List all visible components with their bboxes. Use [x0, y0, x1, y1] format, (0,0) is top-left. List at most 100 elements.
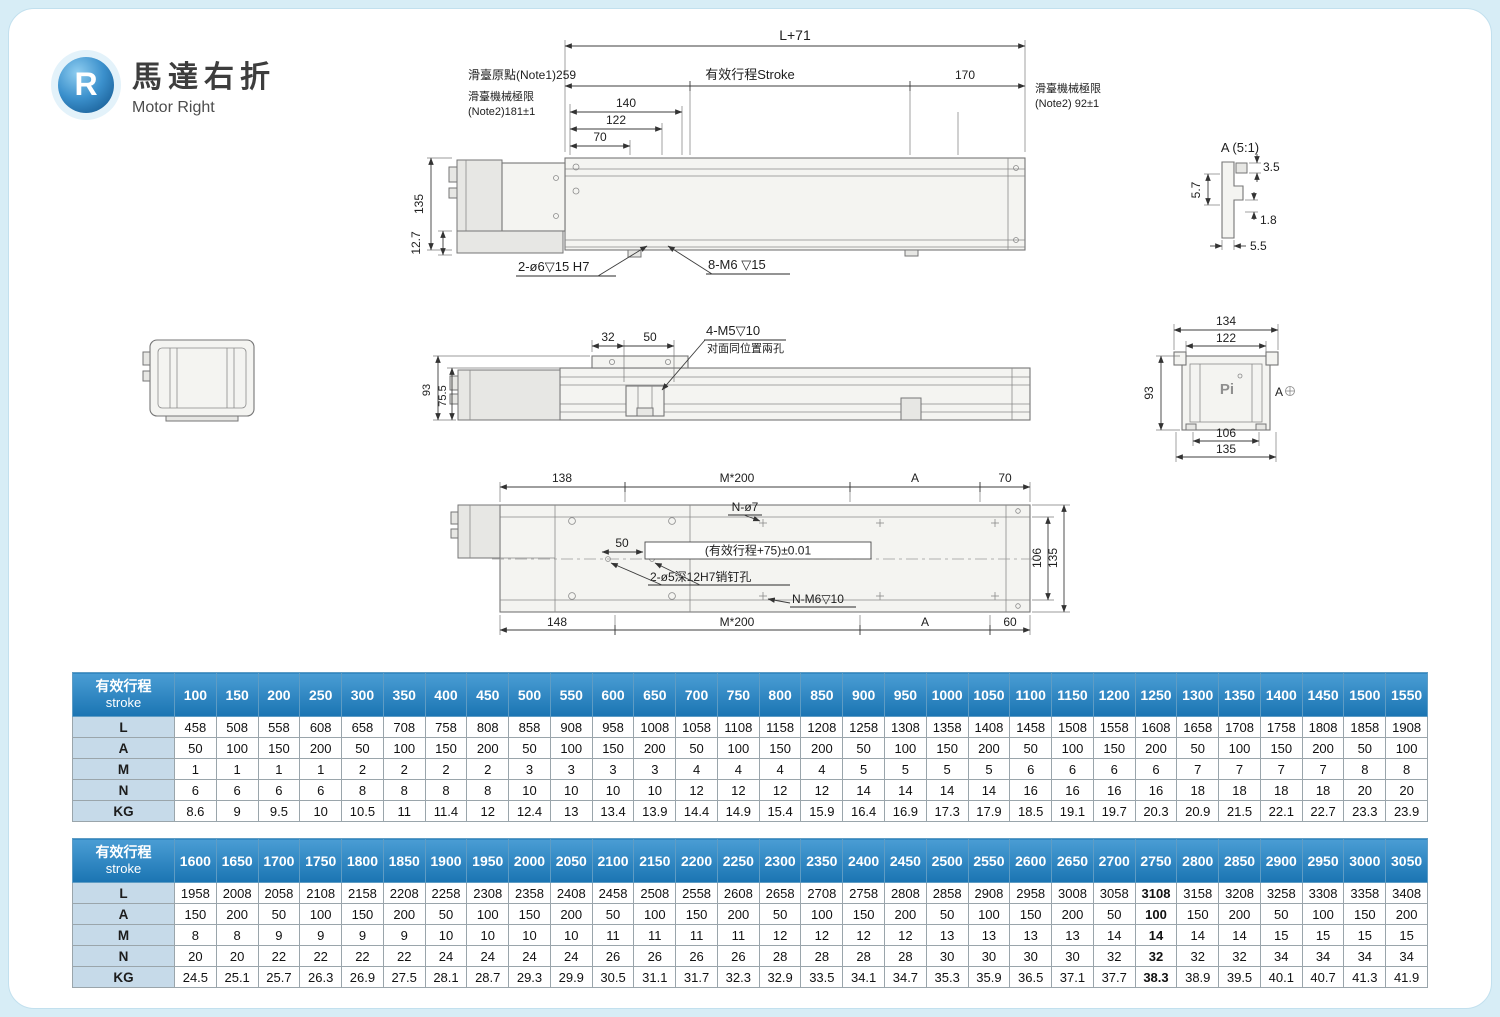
spec-cell: 1758	[1259, 716, 1303, 738]
spec-cell: 32.9	[758, 966, 802, 988]
spec-cell: 24	[508, 945, 551, 967]
spec-cell: 37.1	[1051, 966, 1094, 988]
spec-cell: 1	[299, 758, 343, 780]
spec-cell: 23.3	[1343, 800, 1387, 822]
spec-cell: 20	[1385, 779, 1428, 801]
spec-cell: 28	[842, 945, 886, 967]
spec-cell: 10	[424, 924, 468, 946]
spec-cell: 20.9	[1176, 800, 1220, 822]
stroke-column-header: 2250	[716, 838, 760, 883]
spec-cell: 6	[215, 779, 259, 801]
spec-cell: 608	[299, 716, 343, 738]
spec-cell: 23.9	[1385, 800, 1428, 822]
spec-cell: 8	[1385, 758, 1428, 780]
spec-cell: 2508	[633, 882, 677, 904]
spec-cell: 16	[1009, 779, 1053, 801]
stroke-column-header: 2600	[1009, 838, 1053, 883]
spec-cell: 14	[925, 779, 969, 801]
spec-cell: 24	[549, 945, 593, 967]
spec-cell: 14	[1134, 924, 1178, 946]
stroke-column-header: 1800	[341, 838, 384, 883]
spec-cell: 1408	[967, 716, 1011, 738]
spec-cell: 24	[466, 945, 510, 967]
spec-cell: 15	[1259, 924, 1303, 946]
spec-cell: 100	[1218, 737, 1261, 759]
spec-cell: 3308	[1301, 882, 1345, 904]
spec-cell: 14	[1176, 924, 1220, 946]
spec-cell: 13.9	[633, 800, 677, 822]
spec-cell: 22	[382, 945, 426, 967]
stroke-column-header: 1000	[925, 672, 969, 717]
spec-cell: 100	[299, 903, 343, 925]
spec-cell: 26	[591, 945, 635, 967]
spec-cell: 508	[215, 716, 259, 738]
spec-cell: 4	[758, 758, 802, 780]
stroke-column-header: 2050	[549, 838, 593, 883]
spec-cell: 50	[257, 903, 301, 925]
spec-cell: 2	[424, 758, 468, 780]
spec-cell: 3	[591, 758, 635, 780]
spec-cell: 6	[257, 779, 301, 801]
spec-cell: 14	[1218, 924, 1261, 946]
spec-cell: 50	[1259, 903, 1303, 925]
spec-cell: 19.1	[1051, 800, 1094, 822]
stroke-column-header: 2800	[1176, 838, 1220, 883]
row-label: N	[72, 945, 175, 967]
spec-cell: 36.5	[1009, 966, 1053, 988]
spec-cell: 29.9	[549, 966, 593, 988]
spec-cell: 8	[215, 924, 259, 946]
spec-cell: 4	[675, 758, 718, 780]
spec-cell: 1008	[633, 716, 677, 738]
spec-cell: 200	[884, 903, 927, 925]
spec-cell: 3008	[1051, 882, 1094, 904]
spec-cell: 11.4	[424, 800, 468, 822]
spec-cell: 200	[299, 737, 343, 759]
spec-cell: 2208	[382, 882, 426, 904]
spec-cell: 10	[549, 924, 593, 946]
spec-cell: 5	[967, 758, 1011, 780]
spec-cell: 2858	[925, 882, 969, 904]
spec-cell: 150	[1343, 903, 1387, 925]
spec-cell: 1808	[1301, 716, 1345, 738]
stroke-column-header: 250	[299, 672, 343, 717]
spec-cell: 2408	[549, 882, 593, 904]
spec-cell: 10.5	[341, 800, 384, 822]
spec-cell: 16	[1092, 779, 1136, 801]
spec-cell: 2458	[591, 882, 635, 904]
stroke-column-header: 2450	[884, 838, 927, 883]
spec-cell: 25.7	[257, 966, 301, 988]
spec-cell: 8	[1343, 758, 1387, 780]
spec-cell: 1258	[842, 716, 886, 738]
spec-cell: 11	[675, 924, 718, 946]
spec-cell: 28.7	[466, 966, 510, 988]
stroke-column-header: 1900	[424, 838, 468, 883]
spec-cell: 41.3	[1343, 966, 1387, 988]
stroke-column-header: 1750	[299, 838, 343, 883]
spec-cell: 33.5	[800, 966, 844, 988]
spec-cell: 1708	[1218, 716, 1261, 738]
spec-cell: 458	[174, 716, 217, 738]
spec-cell: 150	[1009, 903, 1053, 925]
spec-cell: 25.1	[215, 966, 259, 988]
spec-cell: 100	[1301, 903, 1345, 925]
spec-cell: 3108	[1134, 882, 1178, 904]
stroke-column-header: 1700	[257, 838, 301, 883]
spec-cell: 11	[382, 800, 426, 822]
stroke-column-header: 1300	[1176, 672, 1220, 717]
spec-cell: 20	[174, 945, 217, 967]
spec-cell: 100	[1134, 903, 1178, 925]
spec-cell: 38.3	[1134, 966, 1178, 988]
spec-cell: 150	[257, 737, 301, 759]
spec-cell: 12	[716, 779, 760, 801]
spec-cell: 31.7	[675, 966, 718, 988]
spec-cell: 34	[1301, 945, 1345, 967]
spec-cell: 50	[508, 737, 551, 759]
motor-right-badge: R	[58, 56, 114, 113]
spec-cell: 50	[675, 737, 718, 759]
stroke-column-header: 1650	[215, 838, 259, 883]
spec-cell: 16	[1134, 779, 1178, 801]
spec-cell: 13	[967, 924, 1011, 946]
